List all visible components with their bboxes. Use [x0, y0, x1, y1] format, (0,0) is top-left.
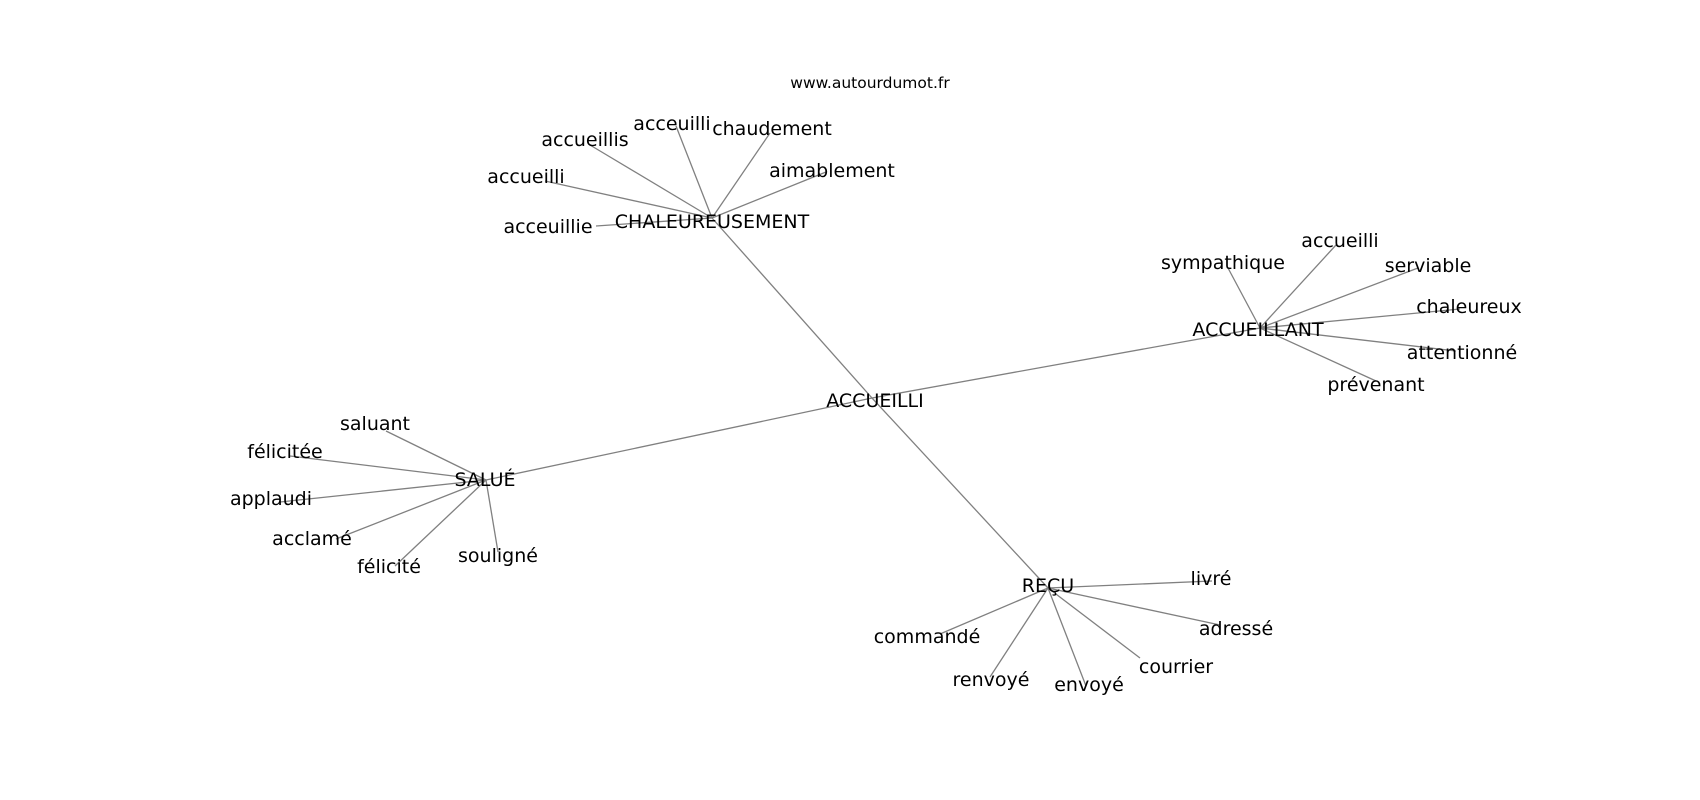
edge-accueillant-leaf — [1259, 327, 1457, 352]
leaf-node[interactable]: acceuilli — [633, 113, 710, 135]
leaf-node[interactable]: chaudement — [712, 118, 832, 140]
leaf-node[interactable]: aimablement — [769, 160, 895, 182]
leaf-node[interactable]: serviable — [1385, 255, 1472, 277]
leaf-node[interactable]: courrier — [1139, 656, 1213, 678]
edge-recu-leaf — [1047, 587, 1087, 687]
edge-chaleureusement-leaf — [711, 132, 771, 219]
leaf-node[interactable]: commandé — [874, 626, 981, 648]
leaf-node[interactable]: souligné — [458, 545, 538, 567]
leaf-node[interactable]: acclamé — [272, 528, 352, 550]
edge-recu-leaf — [939, 587, 1049, 635]
edge-accueillant-leaf — [1227, 267, 1261, 329]
leaf-node[interactable]: saluant — [340, 413, 410, 435]
edge-accueillant-leaf — [1259, 327, 1377, 382]
leaf-node[interactable]: attentionné — [1407, 342, 1517, 364]
center-node[interactable]: ACCUEILLI — [826, 390, 924, 412]
edge-chaleureusement-leaf — [595, 217, 713, 227]
edge-chaleureusement-leaf — [589, 144, 713, 219]
leaf-node[interactable]: félicitée — [247, 441, 323, 463]
edge-chaleureusement-leaf — [711, 171, 827, 219]
edge-salue-leaf — [279, 479, 487, 503]
edge-chaleureusement-leaf — [675, 125, 713, 219]
hub-node-chaleureusement[interactable]: CHALEUREUSEMENT — [615, 211, 810, 233]
leaf-node[interactable]: acceuillie — [503, 216, 592, 238]
leaf-node[interactable]: adressé — [1199, 618, 1273, 640]
leaf-node[interactable]: envoyé — [1054, 674, 1124, 696]
edge-center-accueillant — [871, 327, 1261, 399]
leaf-node[interactable]: chaleureux — [1416, 296, 1522, 318]
hub-node-salue[interactable]: SALUÉ — [455, 468, 516, 491]
edge-center-chaleureusement — [711, 217, 873, 399]
leaf-node[interactable]: accueillis — [541, 129, 628, 151]
leaf-node[interactable]: accueilli — [487, 166, 564, 188]
leaf-node[interactable]: sympathique — [1161, 252, 1285, 274]
leaf-node[interactable]: prévenant — [1327, 374, 1424, 396]
edge-recu-leaf — [1047, 580, 1213, 589]
edge-chaleureusement-leaf — [544, 180, 713, 219]
edge-center-salue — [485, 397, 873, 481]
edge-salue-leaf — [335, 479, 487, 540]
edge-accueillant-leaf — [1259, 308, 1461, 329]
leaf-node[interactable]: renvoyé — [953, 669, 1030, 691]
edge-salue-leaf — [394, 479, 487, 567]
hub-node-recu[interactable]: REÇU — [1022, 575, 1074, 597]
edge-accueillant-leaf — [1259, 267, 1419, 329]
edge-recu-leaf — [1047, 587, 1141, 659]
edge-recu-leaf — [1047, 587, 1221, 626]
edge-salue-leaf — [485, 479, 499, 553]
leaf-node[interactable]: félicité — [357, 556, 421, 578]
edge-recu-leaf — [989, 587, 1049, 678]
edge-salue-leaf — [289, 455, 487, 481]
edge-center-recu — [871, 397, 1049, 589]
edge-salue-leaf — [385, 430, 487, 481]
edge-accueillant-leaf — [1259, 244, 1337, 329]
edge-layer — [279, 125, 1461, 687]
leaf-node[interactable]: accueilli — [1301, 230, 1378, 252]
leaf-node[interactable]: livré — [1191, 568, 1232, 590]
hub-node-accueillant[interactable]: ACCUEILLANT — [1192, 319, 1324, 341]
watermark-text: www.autourdumot.fr — [790, 74, 950, 92]
leaf-node[interactable]: applaudi — [230, 488, 312, 510]
